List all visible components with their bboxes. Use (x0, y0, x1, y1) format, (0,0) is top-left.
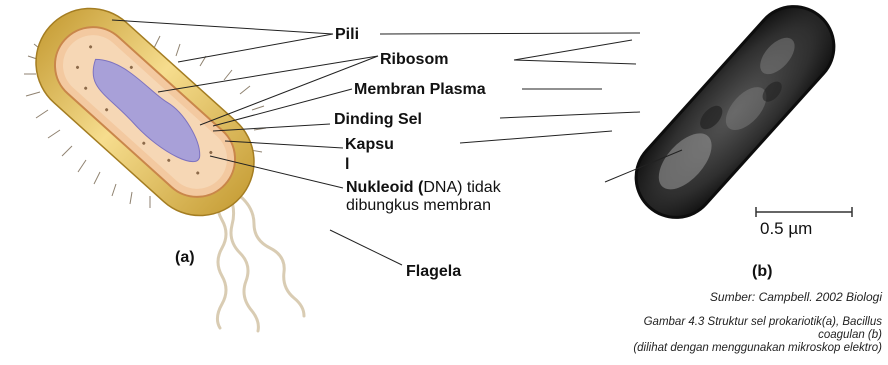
caption-line3: (dilihat dengan menggunakan mikroskop el… (633, 342, 882, 355)
label-ribosom: Ribosom (380, 50, 448, 69)
caption-line2: coagulan (b) (818, 329, 882, 342)
label-membran-plasma: Membran Plasma (354, 80, 486, 99)
label-panel-b: (b) (752, 262, 772, 281)
bacterium-a (14, 0, 277, 238)
label-flagela: Flagela (406, 262, 461, 281)
label-nukleoid-bold: Nukleoid ( (346, 179, 423, 196)
caption-line1: Gambar 4.3 Struktur sel prokariotik(a), … (644, 316, 882, 329)
electron-micrograph-b (620, 0, 851, 234)
label-scale-bar: 0.5 µm (760, 219, 812, 238)
label-nukleoid-line2: dibungkus membran (346, 196, 491, 215)
label-dinding-sel: Dinding Sel (334, 110, 422, 129)
label-pili: Pili (335, 25, 359, 44)
label-nukleoid-rest: DNA) tidak (423, 179, 500, 196)
flagella (217, 192, 304, 331)
label-nukleoid-line1: Nukleoid (DNA) tidak (346, 178, 501, 197)
caption-source: Sumber: Campbell. 2002 Biologi (710, 291, 882, 304)
label-kapsul-line2: l (345, 155, 349, 174)
label-kapsul-line1: Kapsu (345, 135, 394, 154)
label-panel-a: (a) (175, 248, 195, 267)
scale-bar (756, 207, 852, 217)
